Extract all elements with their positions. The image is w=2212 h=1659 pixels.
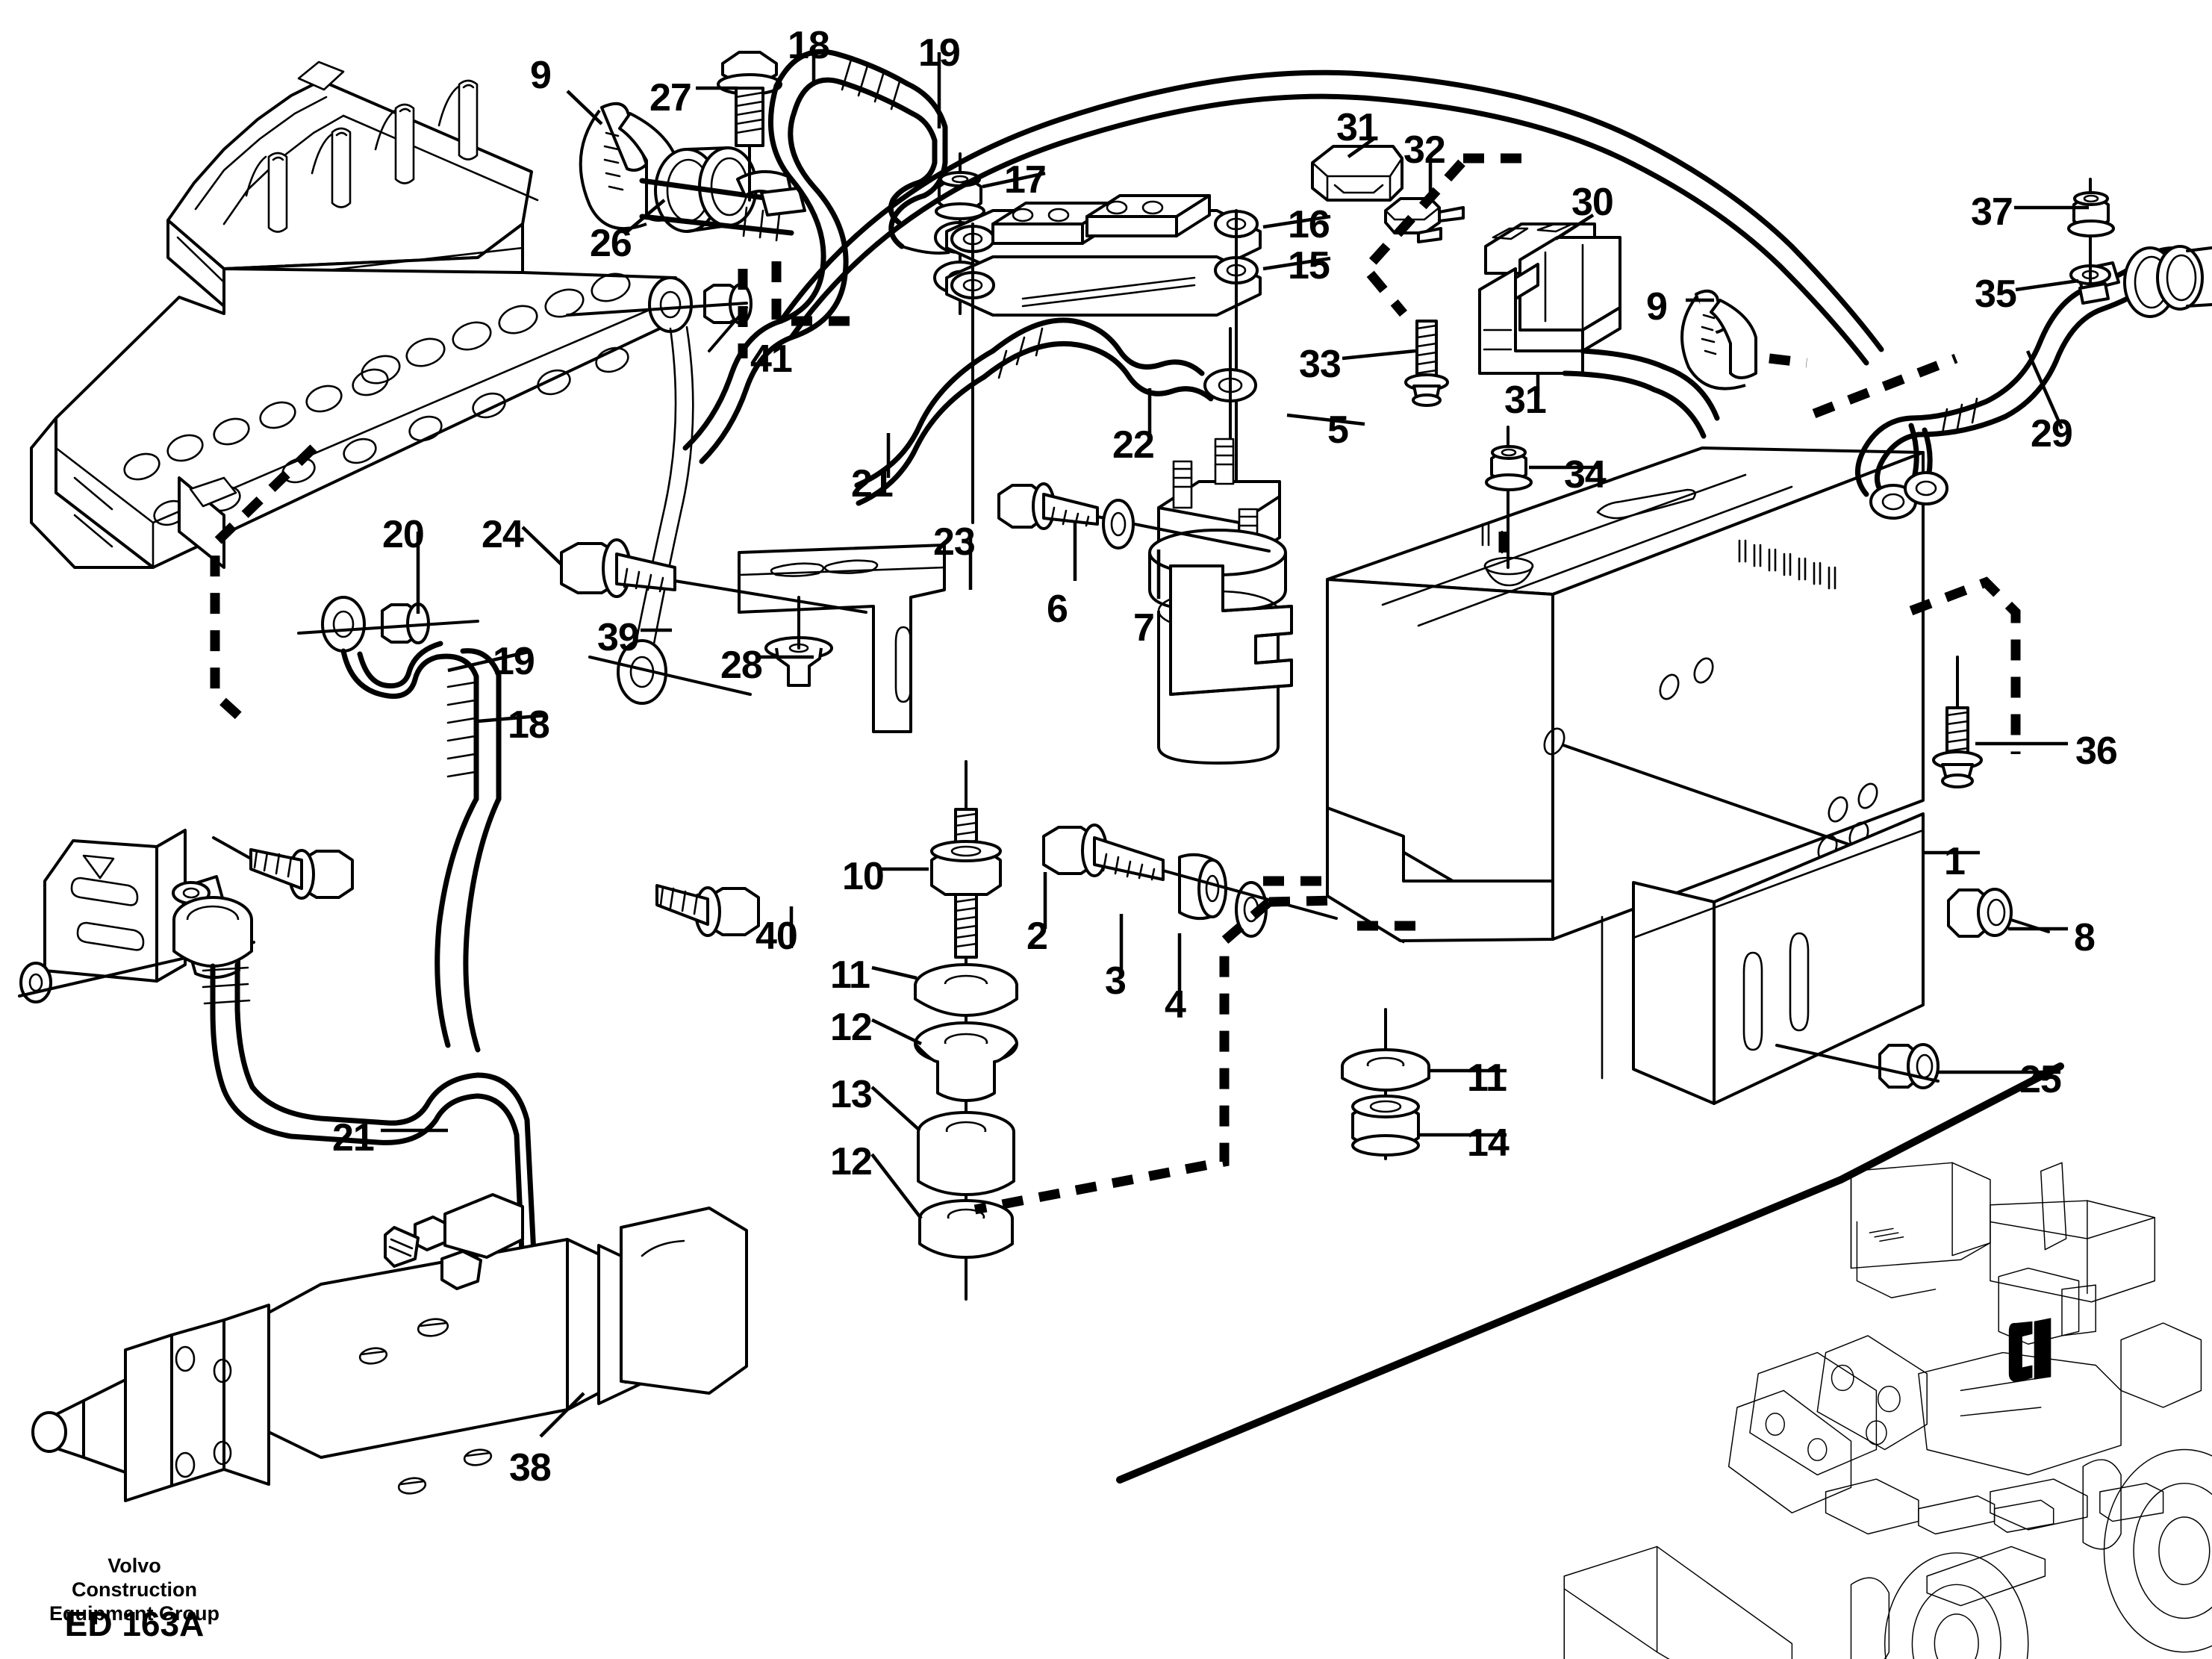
cable-29-assembly — [1855, 245, 2212, 520]
washer-7 — [1102, 499, 1135, 550]
cable-22 — [854, 317, 1257, 509]
callout-9-right: 9 — [1646, 285, 1668, 329]
callout-41: 41 — [750, 337, 793, 381]
callout-37: 37 — [1971, 190, 2013, 234]
lower-cable-18-19 — [340, 641, 502, 1053]
callout-23: 23 — [933, 520, 976, 564]
callout-12-a: 12 — [830, 1006, 873, 1049]
nut-37 — [2067, 178, 2115, 284]
brand-block: Volvo Construction Equipment Group — [45, 1554, 224, 1626]
solenoid-mount-tab — [1169, 564, 1293, 696]
relay-30 — [1478, 222, 1621, 375]
callout-27: 27 — [649, 76, 692, 119]
bolt-33 — [1404, 320, 1449, 407]
location-pointer — [1116, 1062, 2064, 1484]
bolt-6 — [997, 482, 1271, 553]
callout-32: 32 — [1403, 128, 1446, 172]
callout-30: 30 — [1571, 181, 1614, 224]
harness-staples — [1481, 523, 1836, 590]
callout-5: 5 — [1327, 408, 1349, 452]
bolt-2 — [1042, 824, 1165, 881]
nut-34 — [1483, 426, 1534, 587]
starter-terminals — [384, 1193, 524, 1290]
callout-2: 2 — [1026, 915, 1048, 958]
callout-25: 25 — [2019, 1058, 2062, 1101]
callout-18-top: 18 — [788, 24, 830, 67]
bolt-lower-left — [212, 836, 354, 900]
brand-line-2: Equipment Group — [49, 1602, 219, 1625]
callout-11-b: 11 — [1467, 1056, 1507, 1100]
callout-12-b: 12 — [830, 1140, 873, 1183]
washer-nut-41 — [566, 276, 753, 352]
callout-36: 36 — [2075, 729, 2118, 773]
cable-21 — [202, 962, 538, 1272]
callout-20: 20 — [382, 513, 425, 556]
relay-wires — [1562, 348, 1720, 439]
engine-manifold-assembly — [30, 60, 677, 569]
callout-33: 33 — [1299, 343, 1342, 386]
callout-21-low: 21 — [332, 1116, 375, 1160]
callout-18-low: 18 — [508, 703, 550, 747]
callout-38: 38 — [509, 1446, 552, 1490]
callout-3: 3 — [1105, 959, 1127, 1003]
bolt-24 — [560, 538, 867, 614]
nut-25 — [1775, 1043, 1940, 1089]
terminal-rail-15 — [945, 255, 1262, 317]
callout-7: 7 — [1133, 606, 1155, 650]
callout-26: 26 — [590, 222, 632, 265]
washer-nut-20 — [297, 596, 479, 653]
connector-31-a — [1311, 145, 1403, 202]
callout-4: 4 — [1165, 983, 1186, 1027]
callout-9-left: 9 — [530, 54, 552, 97]
cable-18-top — [682, 49, 915, 464]
callout-40: 40 — [755, 915, 798, 958]
clamp-lower — [172, 875, 253, 980]
bolt-36 — [1932, 656, 1983, 788]
bracket-23 — [738, 544, 946, 733]
starter-motor-38 — [31, 1193, 748, 1502]
callout-28: 28 — [720, 644, 763, 687]
callout-31-a: 31 — [1336, 106, 1379, 149]
callout-13: 13 — [830, 1073, 873, 1116]
callout-34: 34 — [1564, 453, 1607, 497]
callout-8: 8 — [2074, 916, 2096, 959]
bolt-40 — [655, 884, 760, 937]
stud-stack — [914, 760, 1018, 1301]
callout-24: 24 — [482, 513, 524, 556]
cable-tie-9-right — [1680, 289, 1757, 390]
callout-1: 1 — [1944, 840, 1966, 883]
main-harness — [778, 69, 1884, 366]
callout-31-b: 31 — [1504, 379, 1547, 422]
callout-19-low: 19 — [493, 640, 535, 683]
callout-15: 15 — [1288, 244, 1330, 287]
nut-8 — [1947, 888, 2050, 938]
callout-17: 17 — [1004, 158, 1047, 202]
spacer-3 — [1178, 853, 1227, 921]
brand-line-1: Volvo Construction — [72, 1554, 197, 1601]
callout-35: 35 — [1975, 273, 2017, 316]
callout-21-top: 21 — [851, 462, 894, 505]
battery-box-1 — [1326, 446, 1925, 1105]
callout-29: 29 — [2031, 412, 2073, 455]
clamp-27 — [736, 169, 806, 217]
nut-14 — [1351, 1095, 1420, 1157]
leader-lines — [381, 46, 2089, 1438]
callout-11-a: 11 — [830, 953, 870, 997]
ground-strap-39 — [588, 326, 752, 705]
clamp-35 — [2069, 261, 2120, 305]
callout-6: 6 — [1047, 588, 1068, 631]
callout-10: 10 — [842, 855, 885, 898]
callout-16: 16 — [1288, 203, 1330, 246]
callout-22: 22 — [1112, 423, 1155, 467]
callout-19-top: 19 — [918, 31, 961, 75]
callout-14: 14 — [1467, 1121, 1510, 1165]
machine-illustration — [1563, 1162, 2212, 1659]
drawing-code: ED 163A — [64, 1604, 205, 1643]
callout-39: 39 — [597, 616, 640, 659]
